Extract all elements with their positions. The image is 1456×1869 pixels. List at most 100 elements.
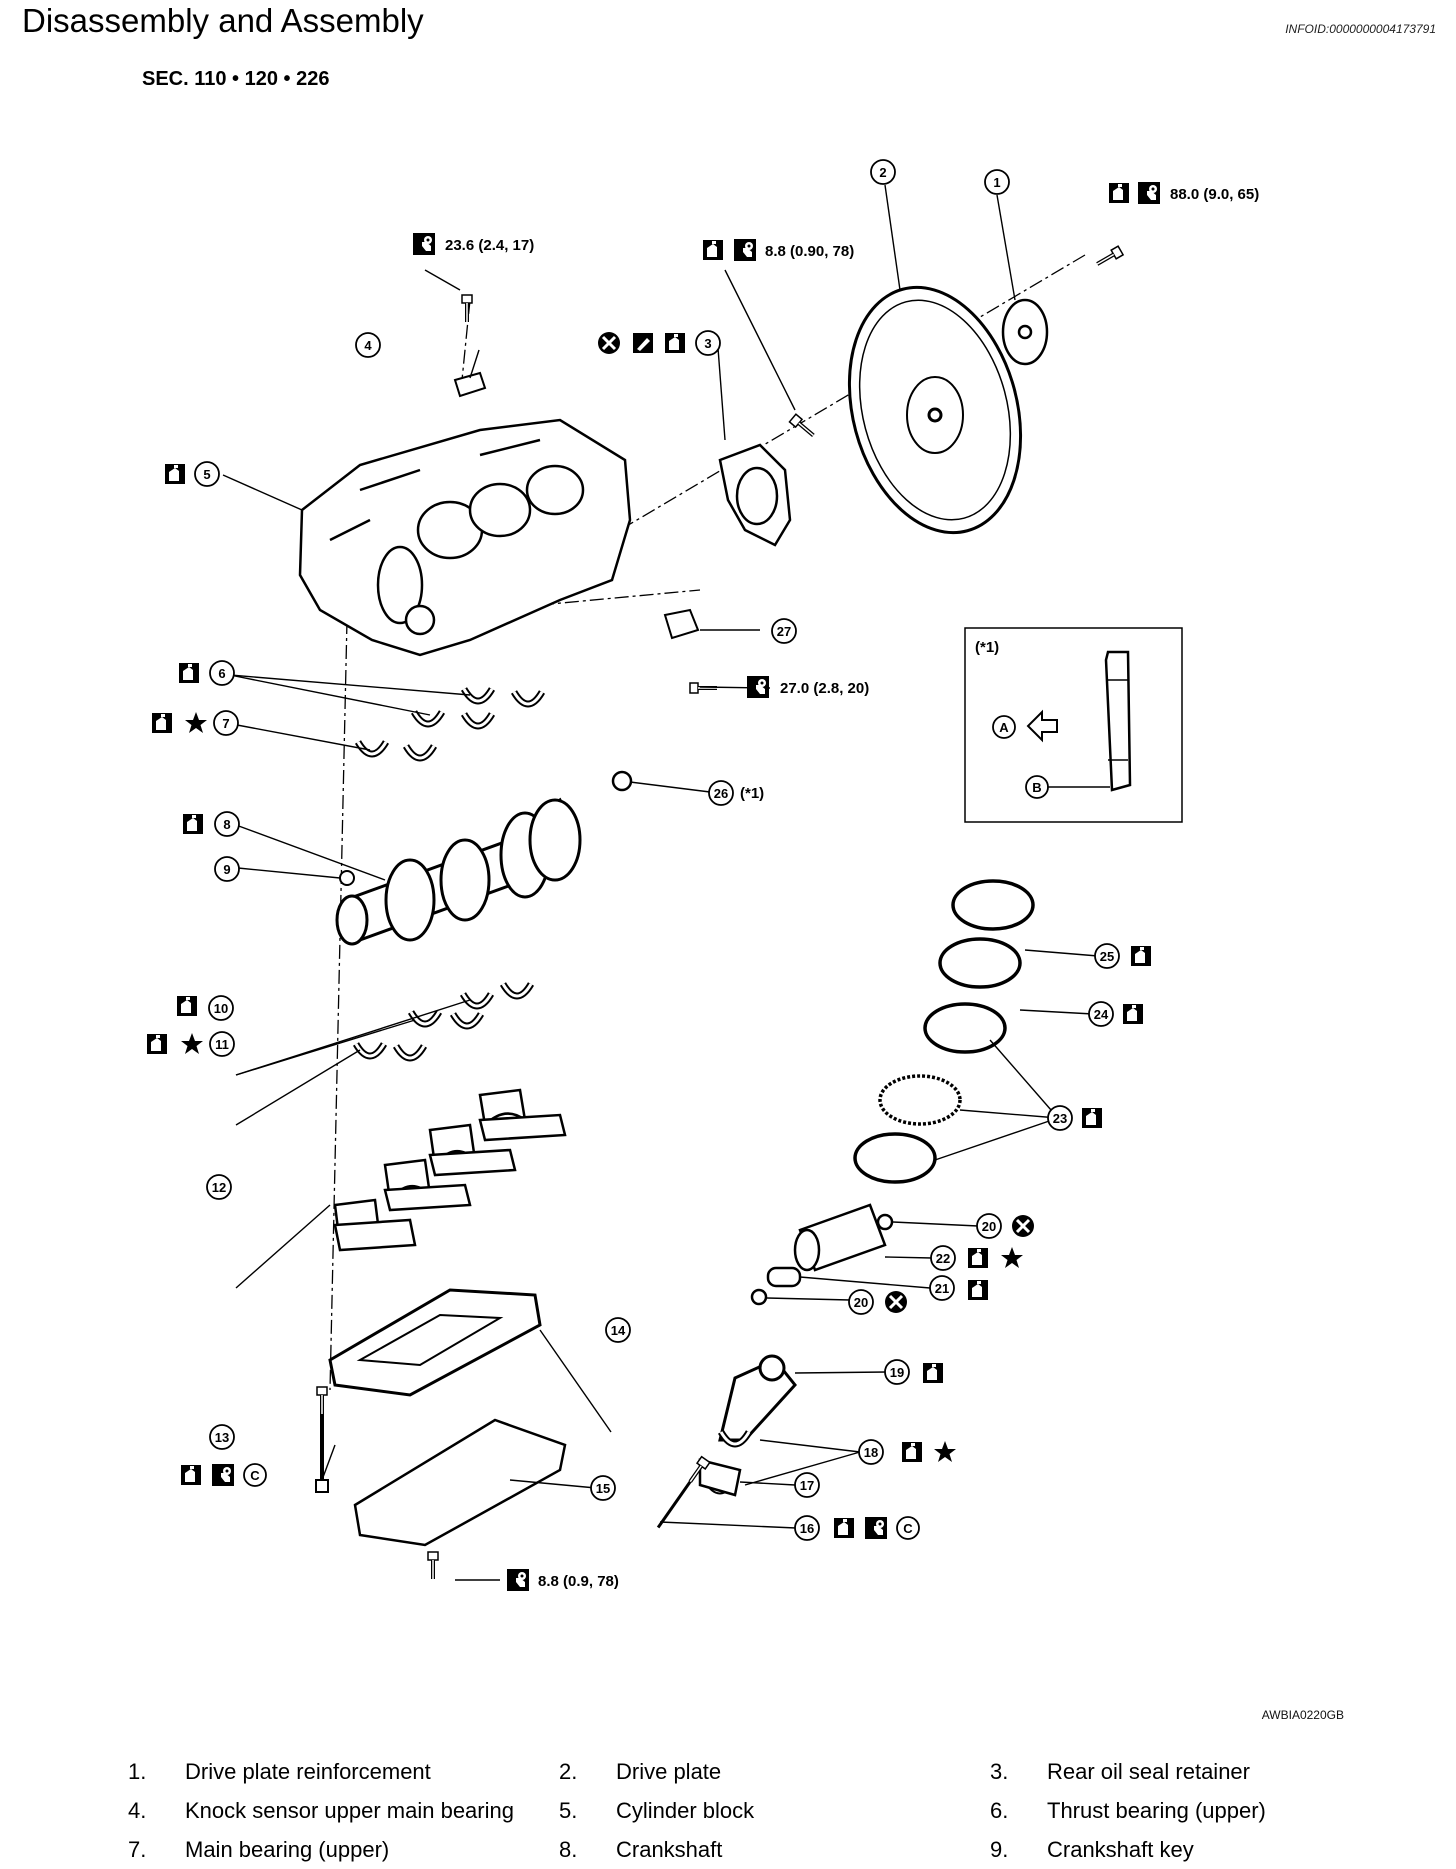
main-bearing-cap-bolt bbox=[315, 1385, 329, 1416]
star-icon bbox=[1001, 1247, 1023, 1268]
callout-17: 17 bbox=[794, 1472, 820, 1498]
oil-icon bbox=[902, 1442, 922, 1462]
lower-cover bbox=[353, 1418, 567, 1547]
legend-name: Drive plate bbox=[616, 1758, 722, 1784]
svg-text:13: 13 bbox=[215, 1430, 229, 1445]
callout-11: 11 bbox=[209, 1031, 235, 1057]
legend-item: 2. Drive plate bbox=[559, 1759, 990, 1785]
legend-number: 7. bbox=[128, 1836, 147, 1862]
svg-text:15: 15 bbox=[596, 1481, 610, 1496]
callout-19: 19 bbox=[884, 1359, 910, 1385]
callout-3: 3 bbox=[695, 330, 721, 356]
torque-knock-sensor: 23.6 (2.4, 17) bbox=[445, 237, 534, 254]
torque-rear-oil-seal: 8.8 (0.90, 78) bbox=[765, 243, 854, 260]
legend-item: 1.Drive plate reinforcement bbox=[128, 1759, 559, 1785]
legend-number: 2. bbox=[559, 1758, 578, 1784]
svg-text:25: 25 bbox=[1100, 949, 1114, 964]
torque-bolt-27: 27.0 (2.8, 20) bbox=[780, 680, 869, 697]
svg-text:C: C bbox=[903, 1521, 913, 1536]
oil-icon bbox=[968, 1248, 988, 1268]
callout-8: 8 bbox=[214, 811, 240, 837]
svg-text:22: 22 bbox=[936, 1251, 950, 1266]
main-bearing-caps bbox=[333, 1088, 567, 1252]
oil-icon bbox=[181, 1465, 201, 1485]
svg-text:5: 5 bbox=[203, 467, 210, 482]
legend-name: Crankshaft key bbox=[1047, 1836, 1194, 1862]
svg-text:C: C bbox=[250, 1468, 260, 1483]
callout-6: 6 bbox=[209, 660, 235, 686]
ref-26-note: (*1) bbox=[740, 785, 764, 802]
letter-a: A bbox=[992, 715, 1016, 739]
legend-item: 4. Knock sensor upper main bearing bbox=[128, 1798, 559, 1824]
legend-row: 1.Drive plate reinforcement 2. Drive plat… bbox=[128, 1752, 1328, 1791]
callout-14: 14 bbox=[605, 1317, 631, 1343]
oil-icon bbox=[165, 464, 185, 484]
svg-text:6: 6 bbox=[218, 666, 225, 681]
callout-21: 21 bbox=[929, 1275, 955, 1301]
svg-text:1: 1 bbox=[993, 175, 1000, 190]
knock-sensor-bolt bbox=[460, 293, 474, 324]
torque-icon bbox=[507, 1569, 529, 1591]
oil-icon bbox=[179, 663, 199, 683]
torque-icon bbox=[413, 233, 435, 255]
no-reuse-icon bbox=[1010, 1213, 1036, 1239]
legend-item: 7.Main bearing (upper) bbox=[128, 1837, 559, 1863]
crankshaft bbox=[335, 797, 582, 946]
svg-text:11: 11 bbox=[215, 1037, 229, 1052]
detail-box: (*1) A B bbox=[964, 627, 1183, 823]
legend-name: Rear oil seal retainer bbox=[1047, 1758, 1250, 1784]
pilot-bushing-26 bbox=[611, 770, 633, 792]
ladder-frame bbox=[328, 1288, 542, 1397]
torque-icon bbox=[212, 1464, 234, 1486]
drive-plate-bolt bbox=[1092, 244, 1126, 271]
legend-name: Knock sensor upper main bearing bbox=[185, 1797, 514, 1823]
drive-plate-reinforcement bbox=[1001, 298, 1049, 366]
svg-text:18: 18 bbox=[864, 1445, 878, 1460]
callouts: 1 2 3 4 5 6 7 8 9 10 11 12 13 14 15 16 1… bbox=[194, 159, 1120, 1541]
callout-12: 12 bbox=[206, 1174, 232, 1200]
no-reuse-icon bbox=[883, 1289, 909, 1315]
callout-18: 18 bbox=[858, 1439, 884, 1465]
page-title: Disassembly and Assembly bbox=[22, 2, 424, 39]
svg-text:12: 12 bbox=[212, 1180, 226, 1195]
oil-icon bbox=[1109, 183, 1129, 203]
cylinder-block bbox=[298, 418, 632, 657]
oil-icon bbox=[923, 1363, 943, 1383]
legend-number: 3. bbox=[990, 1758, 1009, 1784]
legend-name: Thrust bearing (upper) bbox=[1047, 1797, 1266, 1823]
drive-plate bbox=[847, 285, 1023, 535]
callout-5: 5 bbox=[194, 461, 220, 487]
svg-text:2: 2 bbox=[879, 165, 886, 180]
callout-27: 27 bbox=[771, 618, 797, 644]
torque-lower-cover: 8.8 (0.9, 78) bbox=[538, 1573, 619, 1590]
torque-icon bbox=[1138, 182, 1160, 204]
svg-text:20: 20 bbox=[854, 1295, 868, 1310]
callout-13: 13 bbox=[209, 1424, 235, 1450]
snap-ring-upper bbox=[876, 1213, 894, 1231]
lower-cover-bolt bbox=[426, 1550, 440, 1581]
callout-1: 1 bbox=[984, 169, 1010, 195]
piston bbox=[793, 1203, 887, 1272]
svg-text:20: 20 bbox=[982, 1219, 996, 1234]
lower-bearings bbox=[356, 984, 531, 1058]
legend-number: 1. bbox=[128, 1758, 147, 1784]
letter-b: B bbox=[1025, 775, 1049, 799]
torque-drive-plate: 88.0 (9.0, 65) bbox=[1170, 186, 1259, 203]
oil-icon bbox=[703, 240, 723, 260]
svg-text:24: 24 bbox=[1094, 1007, 1109, 1022]
callout-24: 24 bbox=[1088, 1001, 1114, 1027]
piston-rings bbox=[853, 879, 1035, 1184]
legend-number: 9. bbox=[990, 1836, 1009, 1862]
snap-ring-lower bbox=[750, 1288, 768, 1306]
callout-20-lower: 20 bbox=[848, 1289, 874, 1315]
oil-icon bbox=[152, 713, 172, 733]
oil-icon bbox=[177, 996, 197, 1016]
letter-c-right: C bbox=[896, 1516, 920, 1540]
oil-icon bbox=[1131, 946, 1151, 966]
legend-number: 4. bbox=[128, 1797, 147, 1823]
leader-lines bbox=[222, 184, 1099, 1581]
legend-row: 7.Main bearing (upper) 8.Crankshaft 9.Cr… bbox=[128, 1830, 1328, 1869]
no-reuse-icon bbox=[596, 330, 622, 356]
callout-16: 16 bbox=[794, 1515, 820, 1541]
oil-icon bbox=[1082, 1108, 1102, 1128]
